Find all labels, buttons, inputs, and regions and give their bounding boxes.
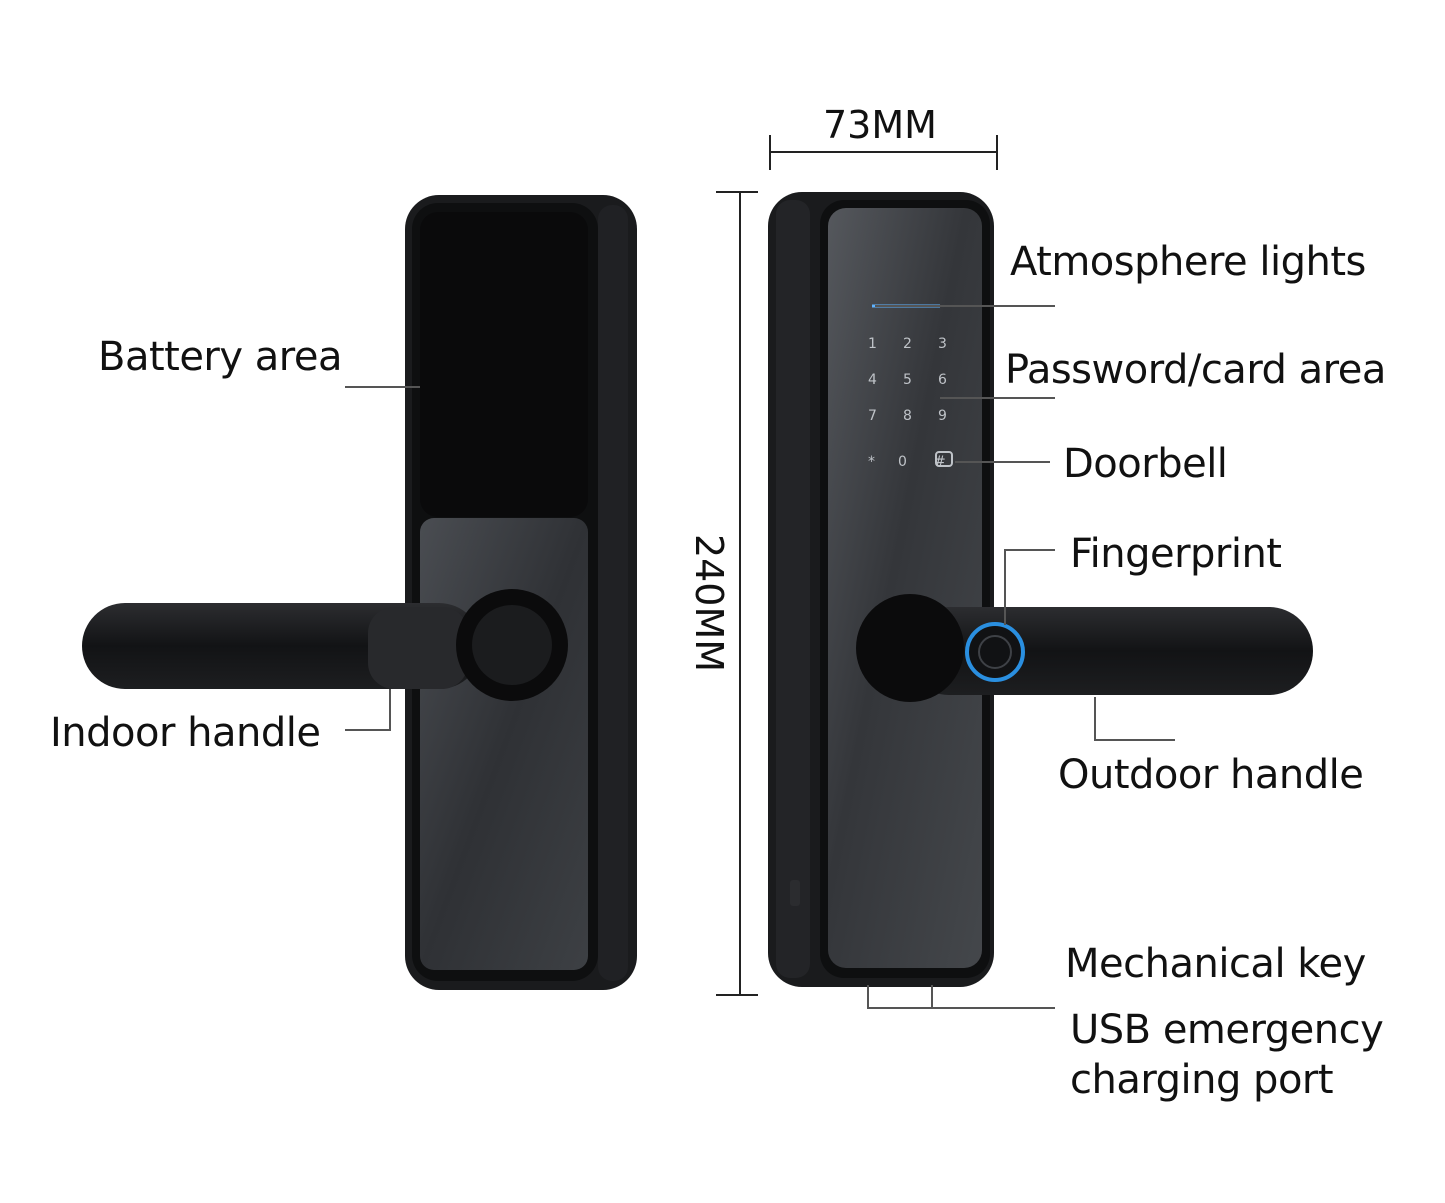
side-screw: [790, 880, 800, 906]
fingerprint-ridges: [978, 635, 1012, 669]
keypad-key: 0: [898, 454, 907, 470]
keypad-key: 7: [868, 408, 877, 424]
keypad: 1 2 3 4 5 6 7 8 9 * 0 #: [868, 336, 947, 470]
outdoor-handle-rosette: [856, 594, 964, 702]
keypad-key: 6: [938, 372, 947, 388]
outdoor-side-edge: [776, 200, 810, 978]
keypad-key: 8: [903, 408, 912, 424]
indoor-side-edge: [598, 205, 628, 981]
keypad-key: 4: [868, 372, 877, 388]
keypad-key: 9: [938, 408, 947, 424]
label-outdoor-handle: Outdoor handle: [1058, 752, 1364, 798]
outdoor-glass-panel: [828, 208, 982, 968]
label-usb-port-line1: USB emergency: [1070, 1007, 1384, 1053]
label-battery-area: Battery area: [98, 334, 342, 380]
indoor-handle-knuckle: [368, 607, 468, 689]
width-dimension-label: 73MM: [823, 103, 937, 147]
indoor-lock-unit: [82, 195, 637, 990]
keypad-key: 5: [903, 372, 912, 388]
indoor-handle-hub: [472, 605, 552, 685]
label-doorbell: Doorbell: [1063, 441, 1228, 487]
outdoor-lock-unit: 1 2 3 4 5 6 7 8 9 * 0 #: [768, 192, 1313, 987]
leader-usb-port: [867, 985, 1055, 1009]
indoor-glass-panel: [420, 518, 588, 970]
leader-lines: [345, 305, 1175, 1009]
keypad-key: #: [934, 454, 946, 470]
doorbell-icon: [935, 451, 953, 467]
keypad-key: 2: [903, 336, 912, 352]
fingerprint-sensor-icon: [965, 622, 1025, 682]
keypad-key: *: [868, 454, 875, 470]
label-indoor-handle: Indoor handle: [50, 710, 321, 756]
label-usb-port: USB emergency charging port: [1070, 1005, 1384, 1105]
height-dimension-label: 240MM: [687, 533, 732, 673]
battery-cover: [420, 212, 588, 517]
keypad-key: 1: [868, 336, 877, 352]
leader-fingerprint: [1004, 549, 1055, 625]
leader-indoor-handle: [345, 689, 391, 731]
leader-outdoor-handle: [1094, 697, 1175, 741]
label-atmosphere-lights: Atmosphere lights: [1010, 239, 1366, 285]
dimension-lines: [716, 135, 998, 996]
label-mechanical-key: Mechanical key: [1065, 941, 1366, 987]
keypad-key: 3: [938, 336, 947, 352]
label-usb-port-line2: charging port: [1070, 1057, 1334, 1103]
label-password-card-area: Password/card area: [1005, 347, 1386, 393]
label-fingerprint: Fingerprint: [1070, 531, 1282, 577]
